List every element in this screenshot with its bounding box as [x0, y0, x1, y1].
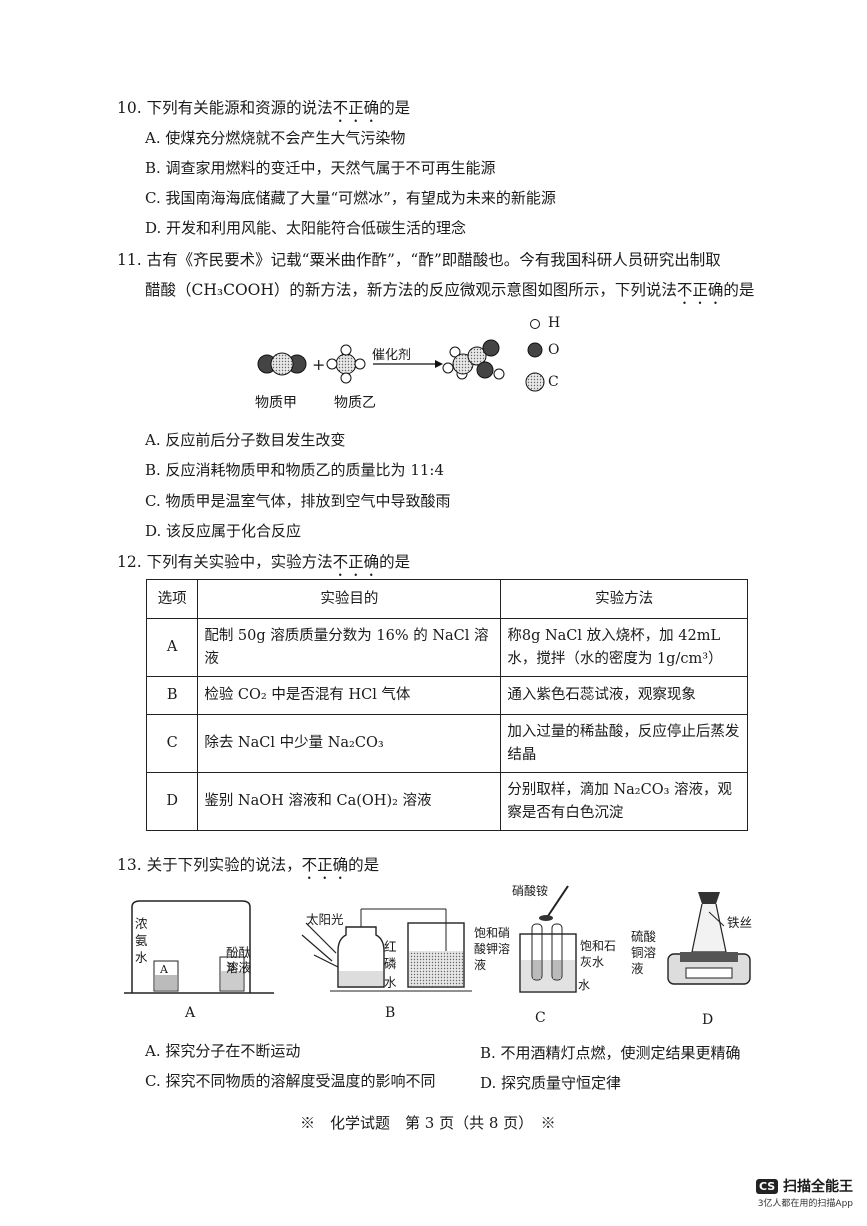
fig-b-label: B	[385, 1005, 396, 1021]
molecule-ch4	[326, 344, 366, 384]
q10-option-a: A. 使煤充分燃烧就不会产生大气污染物	[145, 129, 406, 147]
q13-option-b: B. 不用酒精灯点燃，使测定结果更精确	[480, 1044, 741, 1062]
fig-a-beaker-a: A	[160, 963, 168, 976]
q13-option-d: D. 探究质量守恒定律	[480, 1074, 622, 1092]
q11-stem-line2: 醋酸（CH₃COOH）的新方法，新方法的反应微观示意图如图所示，下列说法不正确的…	[145, 278, 754, 308]
page-footer: ※ 化学试题 第 3 页（共 8 页） ※	[300, 1114, 556, 1132]
molecule-acetic-acid	[442, 339, 505, 380]
q10-option-d: D. 开发和利用风能、太阳能符合低碳生活的理念	[145, 219, 467, 237]
scanner-name: 扫描全能王	[783, 1179, 853, 1195]
q13-stem-post: 的是	[348, 856, 380, 874]
molecule-co2	[257, 352, 307, 376]
header-option: 选项	[145, 579, 199, 619]
row-purpose: 配制 50g 溶质质量分数为 16% 的 NaCl 溶液	[197, 618, 502, 677]
row-purpose: 除去 NaCl 中少量 Na₂CO₃	[197, 714, 502, 773]
scanner-tagline: 3亿人都在用的扫描App	[757, 1199, 853, 1209]
fig-d-cuso4-label: 硫酸铜溶液	[631, 929, 657, 976]
q11-option-d: D. 该反应属于化合反应	[145, 522, 302, 540]
row-method: 称8g NaCl 放入烧杯，加 42mL 水，搅拌（水的密度为 1g/cm³）	[500, 618, 748, 677]
fig-a-label: A	[185, 1005, 196, 1021]
fig-c-label: C	[535, 1010, 546, 1026]
legend-h-icon	[530, 319, 540, 329]
q10-stem: 10. 下列有关能源和资源的说法不正确的是	[117, 96, 410, 126]
fig-c-nh4no3-label: 硝酸铵	[512, 884, 549, 898]
row-option: D	[145, 772, 199, 831]
q11-option-b: B. 反应消耗物质甲和物质乙的质量比为 11:4	[145, 461, 445, 479]
table-row: B 检验 CO₂ 中是否混有 HCl 气体 通入紫色石蕊试液，观察现象	[145, 676, 748, 715]
row-purpose: 检验 CO₂ 中是否混有 HCl 气体	[197, 676, 502, 715]
fig-c-kno3-label: 饱和硝酸钾溶液	[474, 926, 511, 972]
q12-stem: 12. 下列有关实验中，实验方法不正确的是	[117, 550, 410, 580]
row-method: 通入紫色石蕊试液，观察现象	[500, 676, 748, 715]
fig-b-water-label: 水	[384, 975, 397, 990]
table-header-row: 选项 实验目的 实验方法	[145, 579, 748, 619]
q11-option-c: C. 物质甲是温室气体，排放到空气中导致酸雨	[145, 492, 451, 510]
q12-stem-pre: 12. 下列有关实验中，实验方法	[117, 553, 333, 571]
legend-h-label: H	[548, 315, 561, 331]
figure-a-diffusion	[124, 900, 274, 994]
q12-stem-emphasis: 不正确	[332, 553, 380, 571]
q11-stem-pre: 醋酸（CH₃COOH）的新方法，新方法的反应微观示意图如图所示，下列说法	[145, 281, 677, 299]
q13-stem-emphasis: 不正确	[301, 856, 349, 874]
row-method: 加入过量的稀盐酸，反应停止后蒸发结晶	[500, 714, 748, 773]
q13-option-a: A. 探究分子在不断运动	[145, 1042, 301, 1060]
fig-c-water-label: 水	[578, 978, 591, 992]
figure-b-oxygen-test	[301, 908, 472, 992]
fig-d-iron-label: 铁丝	[727, 915, 753, 930]
fig-b-phos-label: 红磷	[384, 939, 397, 971]
scanner-watermark: CS 扫描全能王 3亿人都在用的扫描App	[756, 1176, 853, 1209]
q11-option-a: A. 反应前后分子数目发生改变	[145, 431, 346, 449]
fig-b-sun-label: 太阳光	[306, 912, 344, 927]
scanner-logo-icon: CS	[756, 1178, 779, 1194]
figure-d-mass-conservation	[667, 892, 751, 985]
q12-stem-post: 的是	[379, 553, 411, 571]
experiment-table: 选项 实验目的 实验方法 A 配制 50g 溶质质量分数为 16% 的 NaCl…	[145, 579, 748, 831]
legend-c-label: C	[548, 374, 559, 390]
figure-c-solubility	[519, 885, 577, 993]
fig-a-ammonia-label: 浓氨水	[135, 916, 148, 965]
row-purpose: 鉴别 NaOH 溶液和 Ca(OH)₂ 溶液	[197, 772, 502, 831]
reactant1-label: 物质甲	[255, 395, 297, 411]
table-row: D 鉴别 NaOH 溶液和 Ca(OH)₂ 溶液 分别取样，滴加 Na₂CO₃ …	[145, 772, 748, 831]
row-option: C	[145, 714, 199, 773]
q10-option-b: B. 调查家用燃料的变迁中，天然气属于不可再生能源	[145, 159, 496, 177]
row-option: A	[145, 618, 199, 677]
q11-stem-line1: 11. 古有《齐民要术》记载“粟米曲作酢”，“酢”即醋酸也。今有我国科研人员研究…	[117, 251, 721, 269]
legend-c-icon	[525, 372, 545, 392]
legend-o-label: O	[548, 342, 560, 358]
row-method: 分别取样，滴加 Na₂CO₃ 溶液，观察是否有白色沉淀	[500, 772, 748, 831]
row-option: B	[145, 676, 199, 715]
catalyst-label: 催化剂	[372, 348, 412, 363]
fig-a-phenol-label: 酚酞溶液	[226, 945, 252, 975]
table-row: C 除去 NaCl 中少量 Na₂CO₃ 加入过量的稀盐酸，反应停止后蒸发结晶	[145, 714, 748, 773]
fig-c-lime-label: 饱和石灰水	[580, 939, 617, 969]
header-method: 实验方法	[500, 579, 748, 619]
reaction-diagram	[257, 319, 545, 392]
q11-stem-emphasis: 不正确	[676, 281, 724, 299]
q13-option-c: C. 探究不同物质的溶解度受温度的影响不同	[145, 1072, 436, 1090]
q10-stem-emphasis: 不正确	[332, 99, 380, 117]
reactant2-label: 物质乙	[334, 395, 376, 411]
table-row: A 配制 50g 溶质质量分数为 16% 的 NaCl 溶液 称8g NaCl …	[145, 618, 748, 677]
q10-stem-pre: 10. 下列有关能源和资源的说法	[117, 99, 333, 117]
q10-stem-post: 的是	[379, 99, 411, 117]
legend-o-icon	[527, 342, 543, 358]
q11-stem-post: 的是	[723, 281, 755, 299]
q13-stem-pre: 13. 关于下列实验的说法，	[117, 856, 302, 874]
fig-d-label: D	[702, 1012, 714, 1028]
q10-option-c: C. 我国南海海底储藏了大量“可燃冰”，有望成为未来的新能源	[145, 189, 556, 207]
header-purpose: 实验目的	[197, 579, 502, 619]
q13-stem: 13. 关于下列实验的说法，不正确的是	[117, 853, 379, 883]
fig-a-beaker-b: B	[227, 961, 236, 974]
plus-sign: +	[312, 355, 326, 374]
